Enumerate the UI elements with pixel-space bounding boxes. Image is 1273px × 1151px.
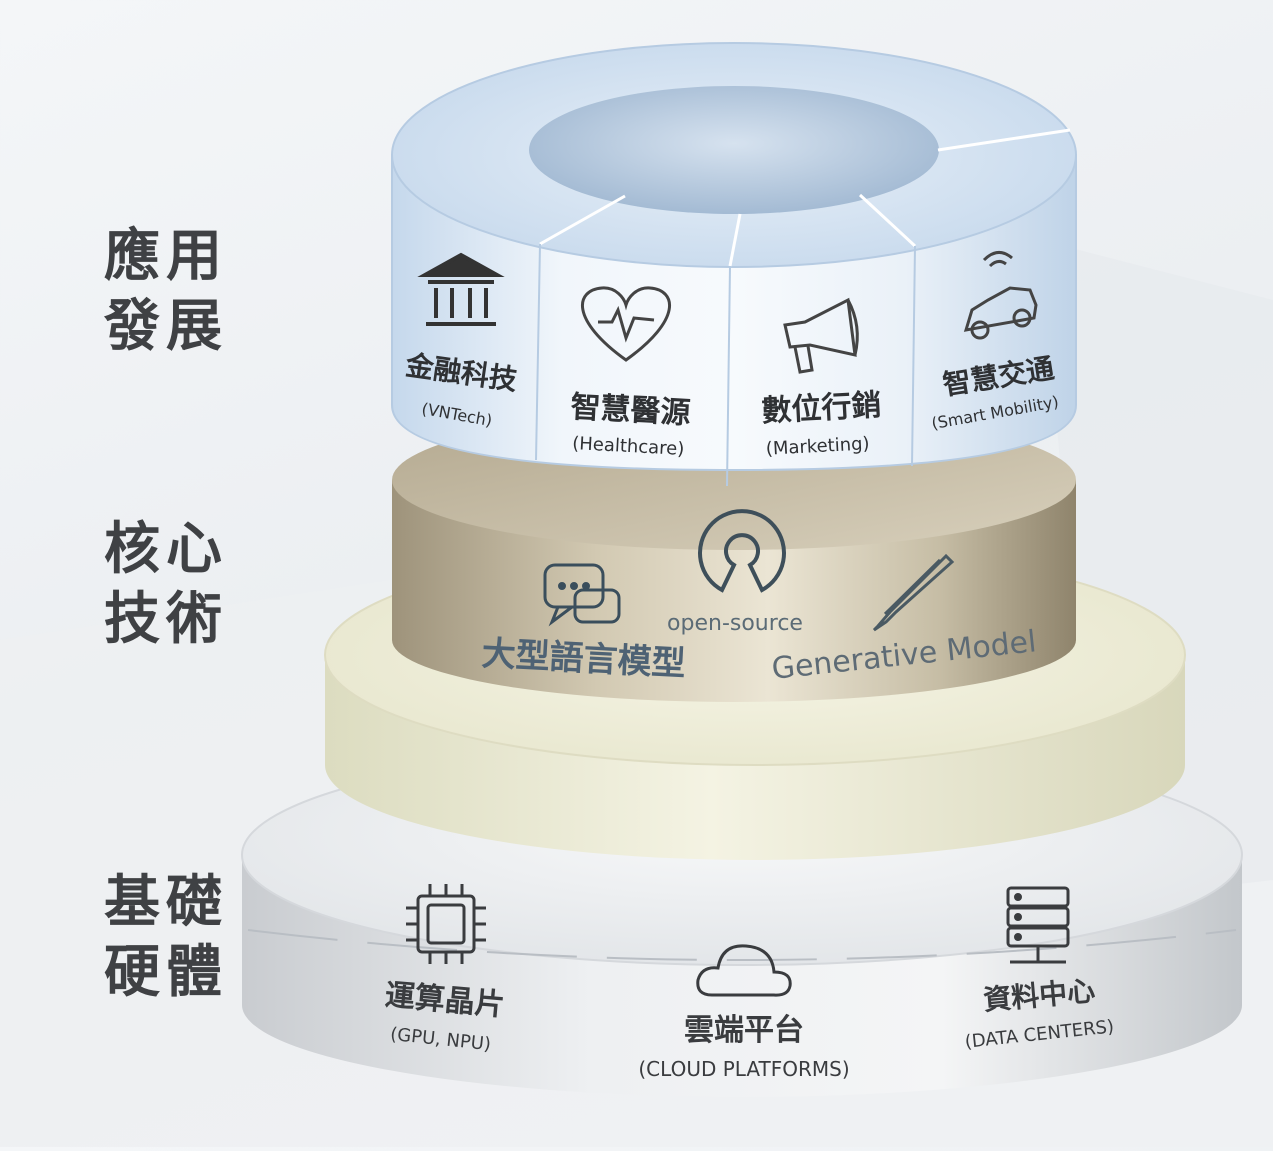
bank-icon	[417, 252, 505, 326]
label-hardware-tier: 基礎 硬體	[104, 868, 228, 1008]
label-core-line2: 技術	[104, 587, 228, 652]
label-hardware-line1: 基礎	[104, 870, 228, 935]
application-ring	[391, 42, 1077, 487]
segment-title-healthcare: 智慧醫源	[570, 390, 692, 431]
label-application-line1: 應用	[104, 224, 228, 289]
label-application-tier: 應用 發展	[104, 222, 228, 362]
chip-icon	[406, 884, 486, 964]
label-hardware-line2: 硬體	[104, 940, 228, 1005]
cloud-title: 雲端平台	[684, 1013, 804, 1048]
segment-title-marketing: 數位行銷	[761, 388, 883, 429]
open-source-icon	[698, 509, 786, 593]
connected-car-icon	[963, 251, 1038, 340]
server-rack-icon	[1006, 886, 1070, 964]
chat-bubbles-icon	[543, 563, 621, 627]
paintbrush-icon	[872, 553, 955, 632]
heart-pulse-icon	[581, 286, 671, 362]
cloud-icon	[696, 944, 792, 997]
megaphone-icon	[783, 297, 859, 374]
label-core-tier: 核心 技術	[104, 515, 228, 655]
label-core-line1: 核心	[104, 517, 228, 582]
label-application-line2: 發展	[104, 294, 228, 359]
cloud-subtitle: (CLOUD PLATFORMS)	[638, 1057, 849, 1081]
opensource-label: open-source	[667, 611, 803, 636]
